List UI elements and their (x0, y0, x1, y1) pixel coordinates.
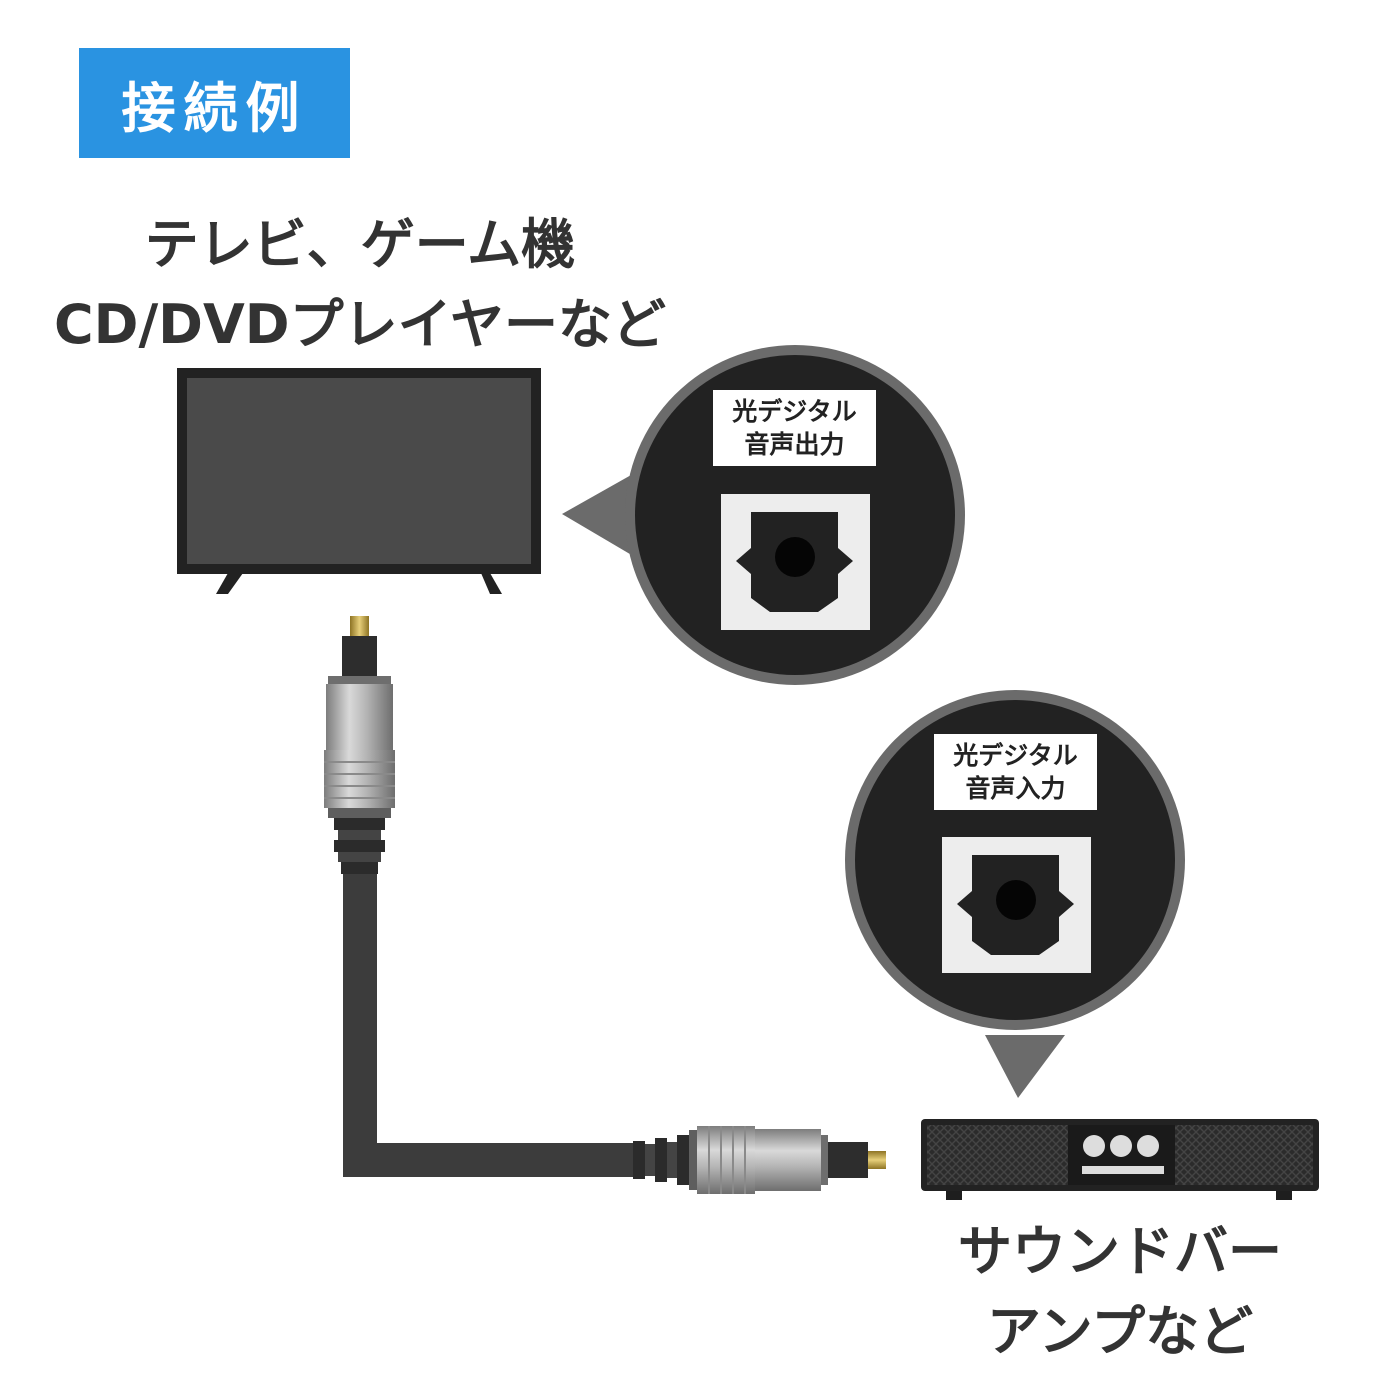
page-title: 接続例 (79, 48, 350, 158)
destination-device-label: サウンドバー アンプなど (900, 1212, 1340, 1372)
source-label-line1: テレビ、ゲーム機 (144, 213, 576, 276)
optical-cable (343, 870, 640, 1177)
toslink-plug-icon (324, 616, 395, 874)
source-device-label: テレビ、ゲーム機 CD/DVDプレイヤーなど (20, 205, 700, 365)
input-port-label-line2: 音声入力 (965, 774, 1066, 803)
output-port-label: 光デジタル 音声出力 (713, 390, 876, 466)
toslink-plug-icon (633, 1126, 886, 1194)
destination-label-line1: サウンドバー (958, 1220, 1282, 1283)
input-port-label-line1: 光デジタル (953, 741, 1078, 770)
optical-port-icon (942, 837, 1091, 973)
destination-label-line2: アンプなど (986, 1300, 1254, 1363)
tv-icon (177, 368, 541, 594)
input-port-label: 光デジタル 音声入力 (934, 734, 1097, 810)
soundbar-icon (921, 1119, 1319, 1200)
optical-port-icon (721, 494, 870, 630)
source-label-line2: CD/DVDプレイヤーなど (54, 293, 666, 356)
output-port-label-line2: 音声出力 (744, 430, 845, 459)
output-port-label-line1: 光デジタル (732, 397, 857, 426)
